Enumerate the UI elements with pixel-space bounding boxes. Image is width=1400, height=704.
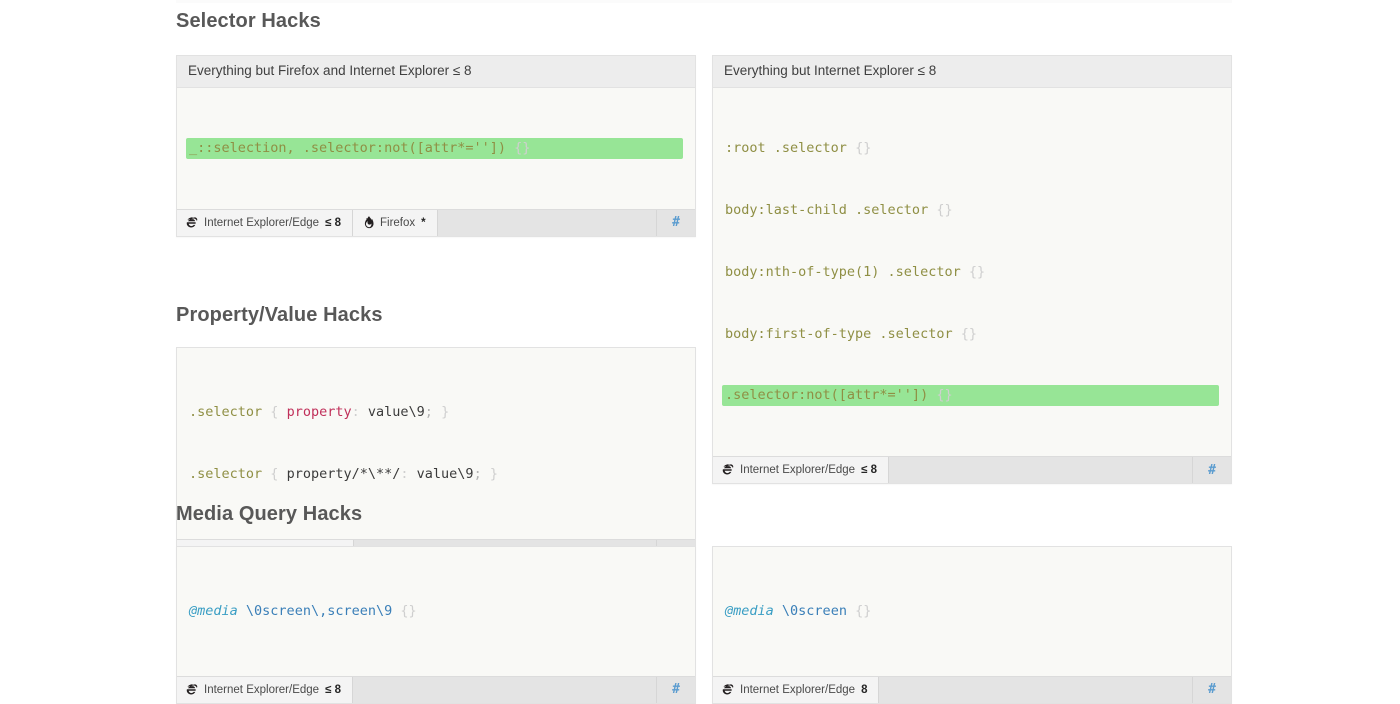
clipped-row-above (176, 0, 1232, 3)
badge-label: Internet Explorer/Edge (204, 216, 320, 229)
card-footer: Internet Explorer/Edge 8 # (713, 675, 1231, 703)
code-line: :root .selector {} (725, 140, 872, 157)
card-header: Everything but Internet Explorer ≤ 8 (713, 56, 1231, 88)
code-block: .selector { property: value\9; } .select… (177, 348, 695, 539)
code-block: _::selection, .selector:not([attr*='']) … (177, 88, 695, 209)
browser-badge: Internet Explorer/Edge 8 (713, 676, 880, 703)
badge-version: ≤ 8 (861, 464, 877, 477)
section-title-property-value-hacks: Property/Value Hacks (176, 304, 383, 326)
firefox-icon (364, 216, 374, 229)
hack-card: .selector { property: value\9; } .select… (176, 347, 696, 567)
permalink-anchor[interactable]: # (657, 209, 695, 236)
hack-card: @media \0screen\,screen\9 {} Internet Ex… (176, 546, 696, 704)
hack-card: Everything but Firefox and Internet Expl… (176, 55, 696, 237)
internet-explorer-icon (722, 464, 734, 475)
code-line: body:first-of-type .selector {} (725, 325, 977, 342)
badge-version: ≤ 8 (325, 216, 341, 229)
badge-label: Firefox (379, 216, 416, 229)
card-footer: Internet Explorer/Edge ≤ 8 Firefox * # (177, 208, 695, 236)
section-title-selector-hacks: Selector Hacks (176, 10, 321, 32)
permalink-anchor[interactable]: # (1193, 676, 1231, 703)
code-line: body:last-child .selector {} (725, 201, 953, 218)
code-block: @media \0screen {} (713, 547, 1231, 676)
badge-spacer (352, 676, 657, 703)
code-line: body:nth-of-type(1) .selector {} (725, 263, 986, 280)
hack-card: @media \0screen {} Internet Explorer/Edg… (712, 546, 1232, 704)
code-line: .selector:not([attr*='']) {} (722, 385, 1219, 406)
badge-label: Internet Explorer/Edge (740, 464, 856, 477)
permalink-anchor[interactable]: # (1193, 457, 1231, 484)
browser-badge: Firefox * (352, 209, 438, 236)
badge-version: * (421, 216, 426, 229)
badge-spacer (437, 209, 657, 236)
code-line: .selector { property/*\**/: value\9; } (189, 465, 498, 482)
internet-explorer-icon (722, 684, 734, 695)
code-line: .selector { property: value\9; } (189, 404, 450, 421)
hack-card: Everything but Internet Explorer ≤ 8 :ro… (712, 55, 1232, 485)
section-title-media-query-hacks: Media Query Hacks (176, 503, 363, 525)
card-footer: Internet Explorer/Edge ≤ 8 # (713, 456, 1231, 484)
browser-badge: Internet Explorer/Edge ≤ 8 (177, 209, 353, 236)
code-block: @media \0screen\,screen\9 {} (177, 547, 695, 676)
code-line: _::selection, .selector:not([attr*='']) … (186, 138, 683, 159)
badge-version: ≤ 8 (325, 683, 341, 696)
badge-version: 8 (861, 683, 868, 696)
card-header: Everything but Firefox and Internet Expl… (177, 56, 695, 88)
browser-badge: Internet Explorer/Edge ≤ 8 (713, 457, 889, 484)
badge-spacer (888, 457, 1193, 484)
internet-explorer-icon (186, 217, 198, 228)
code-line: @media \0screen\,screen\9 {} (189, 603, 417, 620)
badge-spacer (879, 676, 1193, 703)
code-line: @media \0screen {} (725, 603, 872, 620)
badge-label: Internet Explorer/Edge (204, 683, 320, 696)
internet-explorer-icon (186, 684, 198, 695)
badge-label: Internet Explorer/Edge (740, 683, 856, 696)
permalink-anchor[interactable]: # (657, 676, 695, 703)
code-block: :root .selector {} body:last-child .sele… (713, 88, 1231, 457)
hacks-page: Selector Hacks Everything but Firefox an… (176, 0, 1232, 704)
card-footer: Internet Explorer/Edge ≤ 8 # (177, 675, 695, 703)
browser-badge: Internet Explorer/Edge ≤ 8 (177, 676, 353, 703)
